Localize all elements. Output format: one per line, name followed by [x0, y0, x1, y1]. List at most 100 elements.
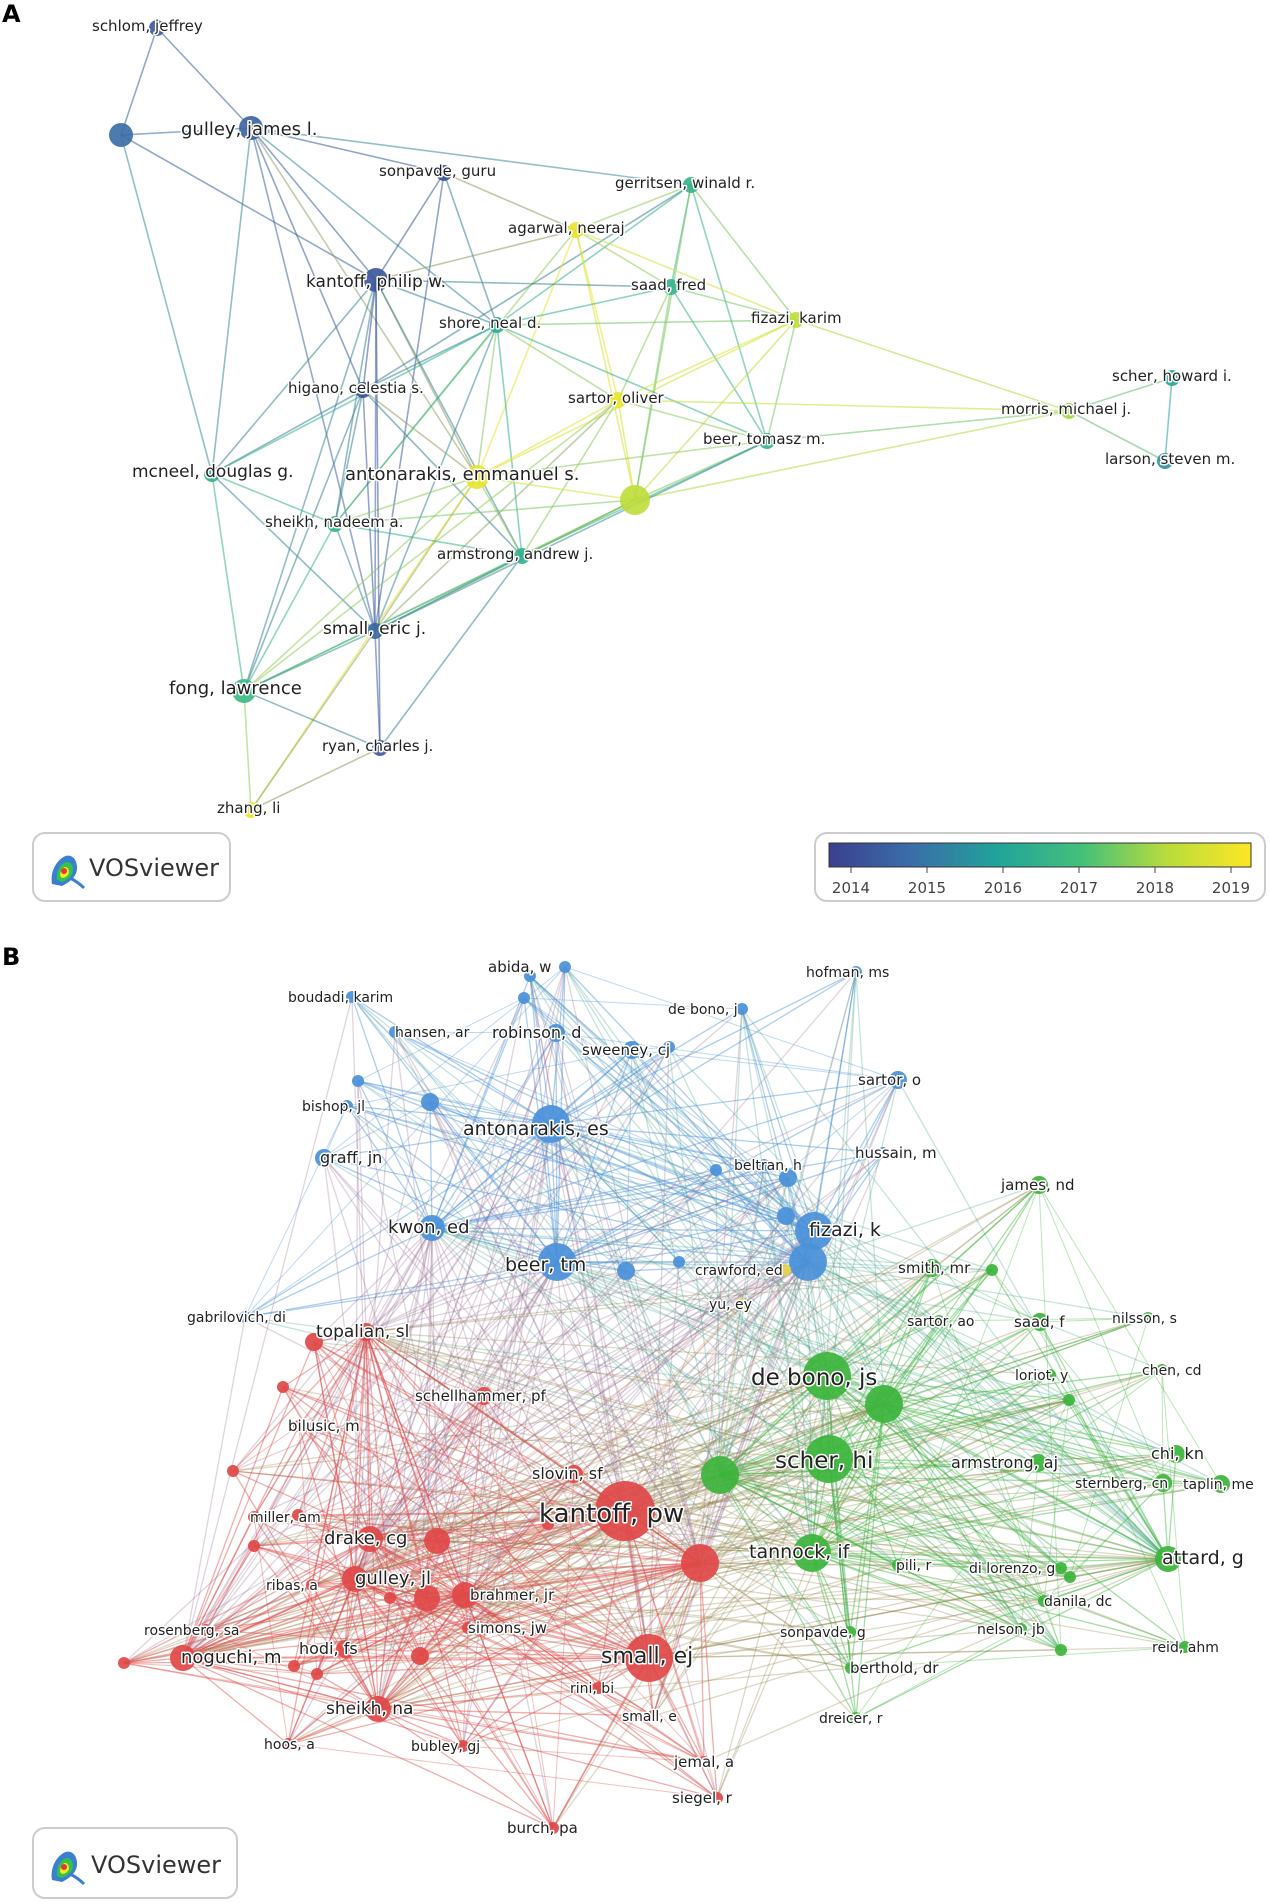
node-debono_js[interactable] — [803, 1352, 851, 1400]
node-b_u10[interactable] — [789, 1243, 827, 1281]
node-r_u11[interactable] — [118, 1657, 130, 1669]
node-rosenberg[interactable] — [200, 1624, 212, 1636]
node-dreicer[interactable] — [850, 1712, 862, 1724]
node-r_u5[interactable] — [248, 1540, 260, 1552]
node-crawford[interactable] — [779, 1264, 791, 1276]
node-nilsson[interactable] — [1142, 1312, 1154, 1324]
node-r_u9[interactable] — [414, 1585, 440, 1611]
node-mcneel[interactable] — [204, 466, 220, 482]
node-antonarakis[interactable] — [465, 465, 489, 489]
node-hoos[interactable] — [282, 1738, 294, 1750]
node-larson[interactable] — [1157, 453, 1173, 469]
node-gulley_jl[interactable] — [342, 1566, 368, 1592]
node-simons[interactable] — [462, 1622, 474, 1634]
node-r_u6[interactable] — [424, 1528, 450, 1554]
node-r_u13[interactable] — [288, 1660, 300, 1672]
node-graff[interactable] — [315, 1149, 333, 1167]
node-armstrong_aj[interactable] — [1029, 1454, 1047, 1472]
node-ribas[interactable] — [306, 1579, 318, 1591]
node-bishop[interactable] — [341, 1100, 353, 1112]
node-sheikh_na[interactable] — [365, 1696, 391, 1722]
node-b_u7[interactable] — [779, 1169, 797, 1187]
node-zhang[interactable] — [243, 802, 259, 818]
node-hofman[interactable] — [850, 966, 862, 978]
node-sternberg[interactable] — [1154, 1474, 1172, 1492]
node-brahmer[interactable] — [452, 1582, 478, 1608]
node-attard[interactable] — [1155, 1546, 1181, 1572]
node-siegel[interactable] — [711, 1792, 723, 1804]
node-bubley[interactable] — [457, 1740, 469, 1752]
node-tannock[interactable] — [793, 1534, 831, 1572]
node-small_ej[interactable] — [625, 1634, 673, 1682]
node-rini[interactable] — [592, 1682, 604, 1694]
node-antonarakis_es[interactable] — [532, 1105, 570, 1143]
node-saad_f[interactable] — [1031, 1313, 1049, 1331]
node-b_u11[interactable] — [673, 1256, 685, 1268]
node-g_u2[interactable] — [865, 1385, 903, 1423]
node-jemal[interactable] — [698, 1756, 710, 1768]
node-kwon[interactable] — [419, 1215, 445, 1241]
node-boudadi[interactable] — [346, 991, 358, 1003]
node-scher_hi[interactable] — [805, 1435, 853, 1483]
node-abida[interactable] — [559, 961, 571, 973]
node-dilorenzo[interactable] — [1055, 1562, 1067, 1574]
node-hodi[interactable] — [336, 1640, 354, 1658]
node-chen[interactable] — [1156, 1364, 1168, 1376]
node-slovin[interactable] — [565, 1465, 583, 1483]
node-agarwal[interactable] — [568, 222, 584, 238]
node-chi[interactable] — [1167, 1445, 1185, 1463]
node-kantoff_pw[interactable] — [595, 1481, 655, 1541]
node-miller[interactable] — [248, 1511, 260, 1523]
node-loriot[interactable] — [1044, 1369, 1056, 1381]
node-g_u3[interactable] — [1063, 1394, 1075, 1406]
node-gulley[interactable] — [239, 116, 263, 140]
node-g_u5[interactable] — [1064, 1571, 1076, 1583]
node-fizazi[interactable] — [788, 312, 804, 328]
node-sartor_o[interactable] — [889, 1071, 907, 1089]
node-smith[interactable] — [923, 1259, 941, 1277]
node-topalian[interactable] — [357, 1323, 375, 1341]
node-schlom[interactable] — [149, 20, 165, 36]
node-r_u14[interactable] — [311, 1668, 323, 1680]
node-unlabeled_a1[interactable] — [109, 123, 133, 147]
node-beer_tm[interactable] — [538, 1243, 576, 1281]
node-g_u4[interactable] — [701, 1456, 739, 1494]
node-kantoff[interactable] — [364, 268, 388, 292]
node-b_u3[interactable] — [663, 1041, 675, 1053]
node-scher[interactable] — [1164, 370, 1180, 386]
node-sartor_ao[interactable] — [933, 1315, 945, 1327]
node-schellhammer[interactable] — [475, 1387, 493, 1405]
node-shore[interactable] — [489, 317, 505, 333]
node-g_u6[interactable] — [1055, 1644, 1067, 1656]
node-danila[interactable] — [1038, 1595, 1050, 1607]
node-b_u1[interactable] — [524, 970, 536, 982]
node-noguchi[interactable] — [170, 1645, 196, 1671]
node-james[interactable] — [1030, 1176, 1048, 1194]
node-burch[interactable] — [547, 1822, 559, 1834]
node-small_e[interactable] — [647, 1710, 659, 1722]
node-r_u1[interactable] — [305, 1333, 323, 1351]
node-nelson[interactable] — [1015, 1623, 1027, 1635]
node-b_u5[interactable] — [421, 1093, 439, 1111]
node-saad[interactable] — [663, 279, 679, 295]
node-g_u1[interactable] — [986, 1264, 998, 1276]
node-gabrilovich[interactable] — [239, 1311, 251, 1323]
node-r_u4[interactable] — [292, 1509, 304, 1521]
node-ryan[interactable] — [372, 740, 388, 756]
node-bilusic[interactable] — [293, 1420, 305, 1432]
node-debono_j[interactable] — [736, 1003, 748, 1015]
node-hussain[interactable] — [877, 1147, 889, 1159]
node-pili[interactable] — [892, 1559, 904, 1571]
node-reid[interactable] — [1179, 1641, 1191, 1653]
node-armstrong[interactable] — [514, 548, 530, 564]
node-fong[interactable] — [232, 679, 256, 703]
node-sweeney[interactable] — [623, 1041, 641, 1059]
node-b_u6[interactable] — [710, 1164, 722, 1176]
node-r_u3[interactable] — [227, 1465, 239, 1477]
node-b_u9[interactable] — [617, 1262, 635, 1280]
node-yu[interactable] — [735, 1298, 747, 1310]
node-sonpavde_g[interactable] — [844, 1626, 856, 1638]
node-small[interactable] — [367, 623, 383, 639]
node-r_u2[interactable] — [277, 1381, 289, 1393]
node-r_u10[interactable] — [384, 1592, 396, 1604]
